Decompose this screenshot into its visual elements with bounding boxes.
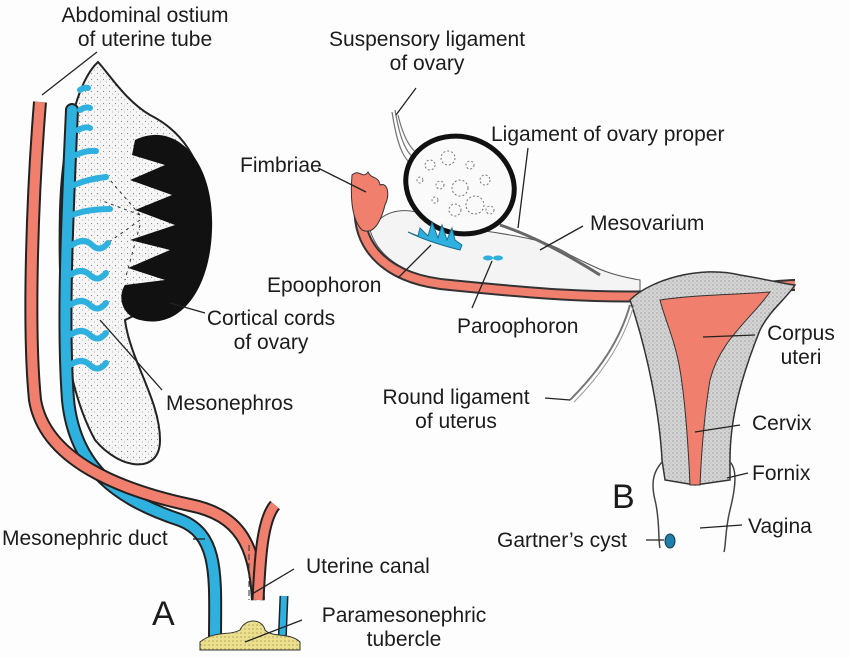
label-line: tubercle: [366, 628, 442, 651]
fimbriae-shape: [350, 171, 389, 232]
label-fornix: Fornix: [752, 462, 811, 485]
label-ligament-of-ovary-proper: Ligament of ovary proper: [491, 123, 725, 146]
label-line: of ovary: [233, 331, 309, 354]
leader-lines: [41, 51, 756, 643]
label-uterine-canal: Uterine canal: [306, 555, 430, 578]
label-abdominal-ostium: Abdominal ostium of uterine tube: [30, 4, 260, 52]
uterine-cavity: [659, 291, 772, 486]
panel-b-drawing: [350, 109, 797, 553]
label-line: Corpus: [767, 322, 835, 345]
epoophoron-shape: [407, 220, 463, 251]
label-line: Round ligament: [382, 386, 530, 409]
cortical-cords: [121, 134, 213, 322]
label-mesonephric-duct: Mesonephric duct: [2, 527, 168, 550]
label-line: of uterus: [415, 410, 497, 433]
vagina-wall-right: [723, 461, 736, 553]
label-cortical-cords: Cortical cords of ovary: [196, 307, 346, 355]
label-suspensory-ligament: Suspensory ligament of ovary: [322, 28, 532, 76]
panel-a-drawing: [24, 60, 301, 651]
panel-label-a: A: [152, 595, 175, 633]
label-line: uteri: [780, 346, 822, 369]
label-line: Paramesonephric: [321, 604, 487, 627]
label-corpus-uteri: Corpus uteri: [756, 322, 846, 370]
label-cervix: Cervix: [752, 412, 812, 435]
vagina-wall-left: [652, 461, 663, 549]
label-mesovarium: Mesovarium: [590, 212, 705, 235]
label-paramesonephric-tubercle: Paramesonephric tubercle: [304, 604, 504, 652]
label-mesonephros: Mesonephros: [166, 392, 294, 415]
label-gartners-cyst: Gartner’s cyst: [497, 529, 627, 552]
label-line: Suspensory ligament: [328, 28, 526, 51]
label-line: of ovary: [389, 52, 465, 75]
gartners-cyst-shape: [664, 533, 676, 549]
label-paroophoron: Paroophoron: [457, 315, 579, 338]
label-vagina: Vagina: [748, 515, 812, 538]
label-fimbriae: Fimbriae: [240, 154, 322, 177]
label-epoophoron: Epoophoron: [267, 274, 382, 297]
paroophoron-shape: [483, 255, 493, 261]
paramesonephric-tubercle-shape: [199, 620, 301, 651]
label-line: Cortical cords: [206, 307, 336, 330]
panel-label-b: B: [612, 478, 635, 516]
label-line: of uterine tube: [77, 28, 213, 51]
label-line: Abdominal ostium: [61, 4, 229, 27]
mesonephric-tubules: [67, 84, 113, 372]
label-round-ligament: Round ligament of uterus: [366, 386, 546, 434]
